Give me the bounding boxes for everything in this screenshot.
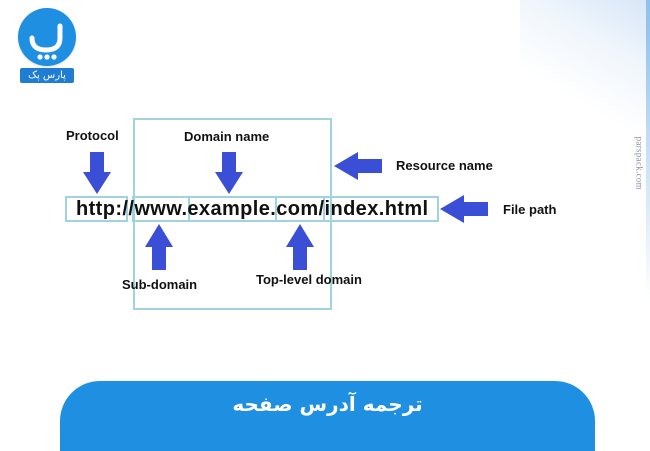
footer-title: ترجمه آدرس صفحه (232, 392, 423, 416)
label-domain-name: Domain name (184, 129, 270, 144)
label-top-level-domain: Top-level domain (256, 272, 362, 287)
parspack-logo (18, 8, 76, 66)
url-diagram (65, 118, 488, 310)
corner-decoration (520, 0, 650, 130)
url-text: http://www.example.com/index.html (76, 198, 429, 220)
resource-name-arrow-icon (334, 152, 382, 180)
domain-name-arrow-icon (215, 152, 243, 194)
protocol-arrow-icon (83, 152, 111, 194)
label-resource-name: Resource name (396, 158, 493, 173)
label-file-path: File path (503, 202, 557, 217)
logo-caption: پارس پک (20, 68, 74, 83)
subdomain-arrow-icon (145, 224, 173, 270)
resource-box (323, 196, 439, 222)
label-sub-domain: Sub-domain (122, 277, 198, 292)
side-accent-line (646, 0, 650, 300)
protocol-box (65, 196, 128, 222)
tld-arrow-icon (286, 224, 314, 270)
logo-glyph-icon (29, 23, 63, 60)
file-path-arrow-icon (440, 195, 488, 223)
label-protocol: Protocol (66, 128, 119, 143)
